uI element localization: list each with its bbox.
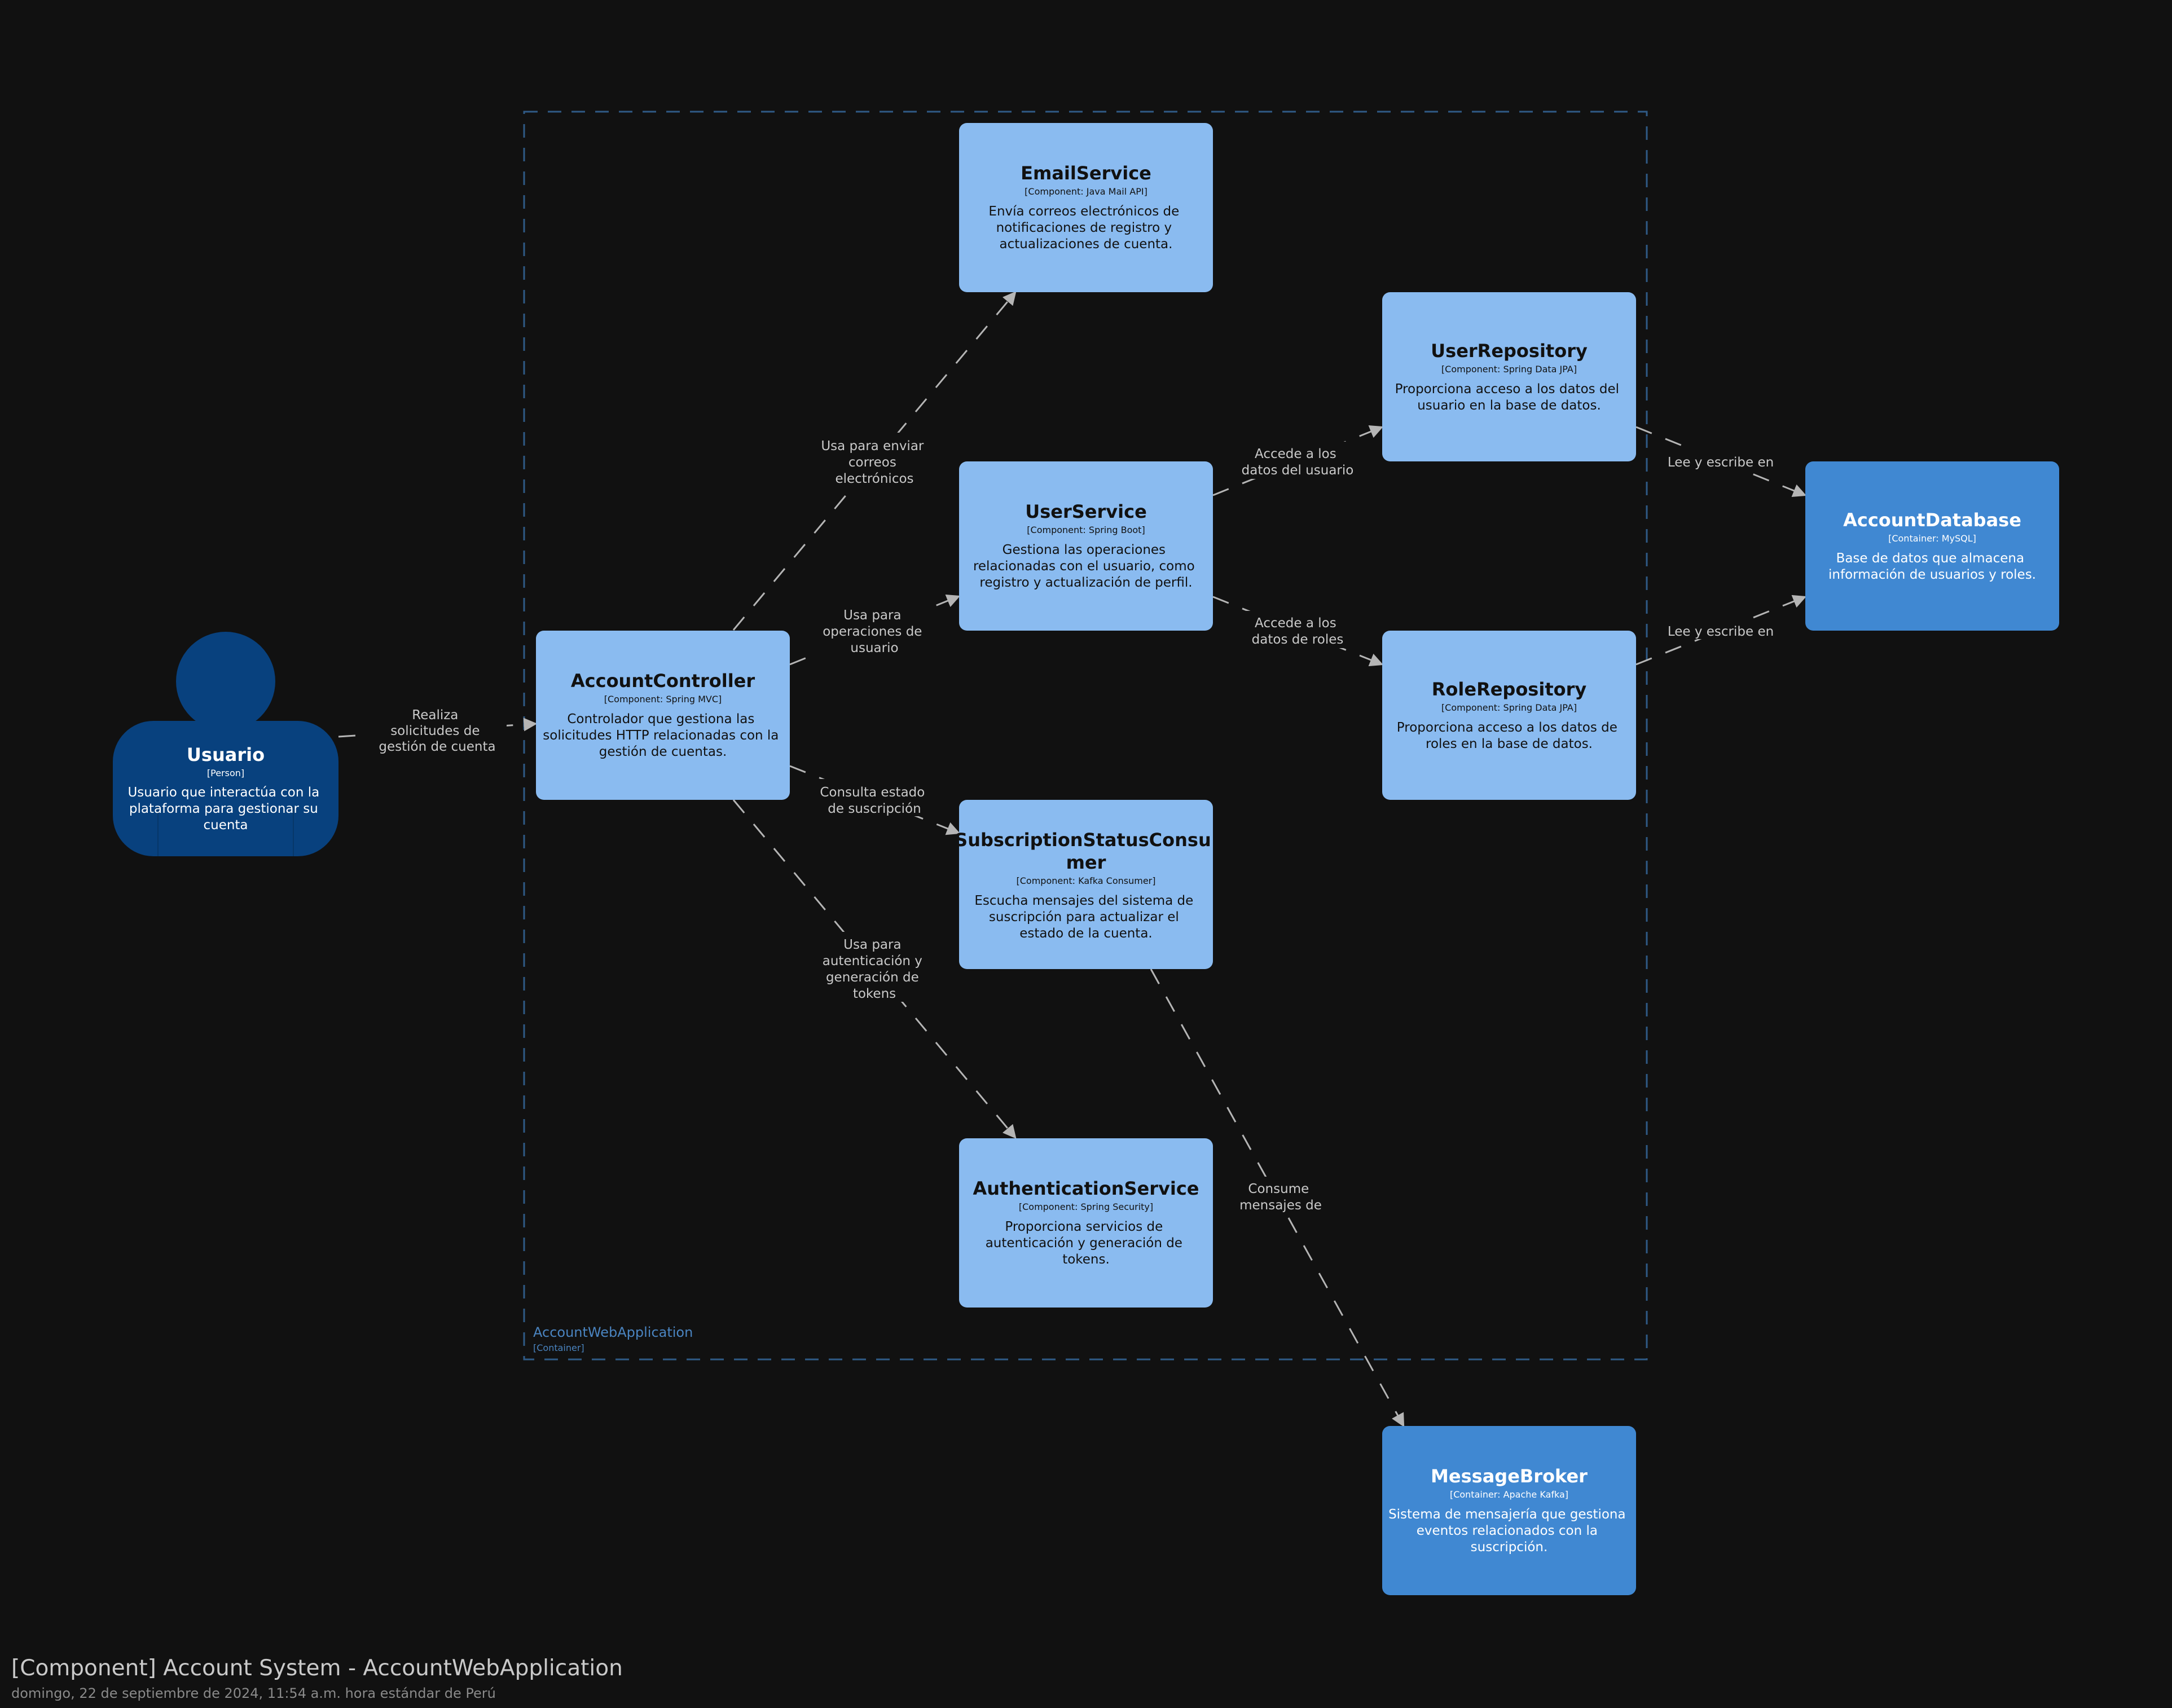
label-userrepo-db: Lee y escribe en <box>1668 455 1774 470</box>
boundary-type: [Container] <box>533 1342 584 1353</box>
node-type: [Component: Spring Data JPA] <box>1441 702 1577 713</box>
person-type: [Person] <box>207 768 244 778</box>
node-description: Envía correos electrónicos de notificaci… <box>988 204 1183 252</box>
person-usuario[interactable]: Usuario [Person] Usuario que interactúa … <box>113 632 338 856</box>
node-type: [Container: Apache Kafka] <box>1450 1489 1568 1500</box>
node-type: [Component: Kafka Consumer] <box>1017 875 1156 886</box>
diagram-date: domingo, 22 de septiembre de 2024, 11:54… <box>11 1685 496 1701</box>
node-role-repository[interactable]: RoleRepository [Component: Spring Data J… <box>1382 631 1636 800</box>
node-authentication-service[interactable]: AuthenticationService [Component: Spring… <box>959 1138 1213 1308</box>
person-head-icon <box>176 632 275 731</box>
node-email-service[interactable]: EmailService [Component: Java Mail API] … <box>959 123 1213 292</box>
node-type: [Component: Java Mail API] <box>1025 186 1147 197</box>
node-message-broker[interactable]: MessageBroker [Container: Apache Kafka] … <box>1382 1426 1636 1595</box>
person-name: Usuario <box>187 744 265 765</box>
edge-controller-auth <box>732 799 1017 1139</box>
node-user-repository[interactable]: UserRepository [Component: Spring Data J… <box>1382 292 1636 461</box>
node-description: Proporciona acceso a los datos de roles … <box>1397 720 1621 751</box>
person-body <box>113 721 338 856</box>
node-description: Controlador que gestiona las solicitudes… <box>543 712 782 759</box>
node-name: RoleRepository <box>1432 679 1587 700</box>
node-name: EmailService <box>1021 162 1151 184</box>
label-controller-auth: Usa para autenticación y generación de t… <box>823 937 926 1001</box>
node-account-controller[interactable]: AccountController [Component: Spring MVC… <box>536 631 790 800</box>
node-type: [Component: Spring Data JPA] <box>1441 364 1577 375</box>
node-description: Escucha mensajes del sistema de suscripc… <box>974 893 1197 941</box>
diagram-title: [Component] Account System - AccountWebA… <box>11 1656 623 1681</box>
container-boundary: AccountWebApplication [Container] <box>523 111 1648 1361</box>
node-name: AccountDatabase <box>1843 509 2021 531</box>
node-name: MessageBroker <box>1431 1465 1588 1487</box>
label-rolerepo-db: Lee y escribe en <box>1668 624 1774 639</box>
label-controller-subscription: Consulta estado de suscripción <box>820 785 929 816</box>
node-name: UserRepository <box>1431 340 1588 362</box>
node-account-database[interactable]: AccountDatabase [Container: MySQL] Base … <box>1805 461 2059 631</box>
label-controller-user: Usa para operaciones de usuario <box>823 608 926 655</box>
node-subscription-consumer[interactable]: SubscriptionStatusConsu mer [Component: … <box>955 800 1217 969</box>
label-user-rolerepo: Accede a los datos de roles <box>1252 616 1344 647</box>
label-user-userrepo: Accede a los datos del usuario <box>1242 447 1354 478</box>
label-subscription-broker: Consume mensajes de <box>1239 1182 1322 1213</box>
node-description: Gestiona las operaciones relacionadas co… <box>973 543 1199 590</box>
edge-controller-email <box>732 291 1017 631</box>
relationship-labels: Realiza solicitudes de gestión de cuenta… <box>368 433 1782 1214</box>
node-type: [Container: MySQL] <box>1888 533 1976 544</box>
node-name: UserService <box>1025 501 1147 522</box>
label-person-controller: Realiza solicitudes de gestión de cuenta <box>379 708 495 754</box>
node-description: Proporciona acceso a los datos del usuar… <box>1395 382 1624 413</box>
node-description: Sistema de mensajería que gestiona event… <box>1388 1507 1630 1555</box>
label-controller-email: Usa para enviar correos electrónicos <box>821 439 927 486</box>
person-description: Usuario que interactúa con la plataforma… <box>127 785 323 833</box>
node-type: [Component: Spring Security] <box>1019 1201 1153 1212</box>
node-description: Proporciona servicios de autenticación y… <box>986 1220 1187 1267</box>
node-description: Base de datos que almacena información d… <box>1828 551 2036 582</box>
node-user-service[interactable]: UserService [Component: Spring Boot] Ges… <box>959 461 1213 631</box>
node-name: AuthenticationService <box>973 1178 1199 1199</box>
node-name: AccountController <box>571 670 755 692</box>
node-type: [Component: Spring Boot] <box>1027 525 1145 535</box>
node-name: SubscriptionStatusConsu mer <box>955 829 1217 873</box>
node-type: [Component: Spring MVC] <box>604 694 722 705</box>
boundary-name: AccountWebApplication <box>533 1324 693 1340</box>
